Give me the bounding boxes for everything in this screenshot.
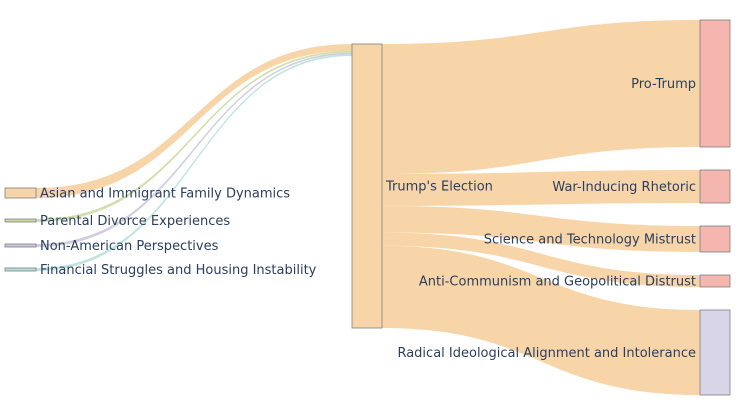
link-election-to-protrump[interactable] [382, 20, 700, 175]
link-election-to-radical[interactable] [382, 245, 700, 395]
link-asian-to-election[interactable] [36, 44, 352, 198]
node-label-nonamerican: Non-American Perspectives [40, 239, 219, 254]
node-science[interactable] [699, 225, 731, 253]
node-asian[interactable] [4, 187, 37, 199]
node-label-anticommunism: Anti-Communism and Geopolitical Distrust [419, 275, 696, 290]
node-war[interactable] [699, 169, 731, 204]
node-label-financial: Financial Struggles and Housing Instabil… [40, 263, 317, 278]
link-election-to-war[interactable] [382, 170, 700, 206]
node-label-divorce: Parental Divorce Experiences [40, 214, 230, 229]
node-label-asian: Asian and Immigrant Family Dynamics [40, 187, 290, 202]
node-divorce[interactable] [4, 218, 37, 223]
labels-layer: Asian and Immigrant Family DynamicsParen… [40, 77, 696, 361]
link-divorce-to-election[interactable] [36, 50, 352, 222]
node-radical[interactable] [699, 309, 731, 396]
node-nonamerican[interactable] [4, 243, 37, 248]
node-anticommunism[interactable] [699, 274, 731, 288]
link-election-to-science[interactable] [382, 205, 700, 252]
node-election[interactable] [351, 43, 383, 329]
node-label-protrump: Pro-Trump [631, 77, 696, 92]
links-layer [36, 20, 700, 395]
nodes-layer [4, 19, 731, 396]
node-protrump[interactable] [699, 19, 731, 148]
node-label-election: Trump's Election [385, 180, 493, 195]
node-label-science: Science and Technology Mistrust [484, 233, 696, 248]
node-label-radical: Radical Ideological Alignment and Intole… [397, 346, 696, 361]
node-financial[interactable] [4, 267, 37, 272]
link-financial-to-election[interactable] [36, 54, 352, 272]
link-nonamerican-to-election[interactable] [36, 52, 352, 248]
link-election-to-anticommunism[interactable] [382, 232, 700, 287]
node-label-war: War-Inducing Rhetoric [552, 180, 696, 195]
